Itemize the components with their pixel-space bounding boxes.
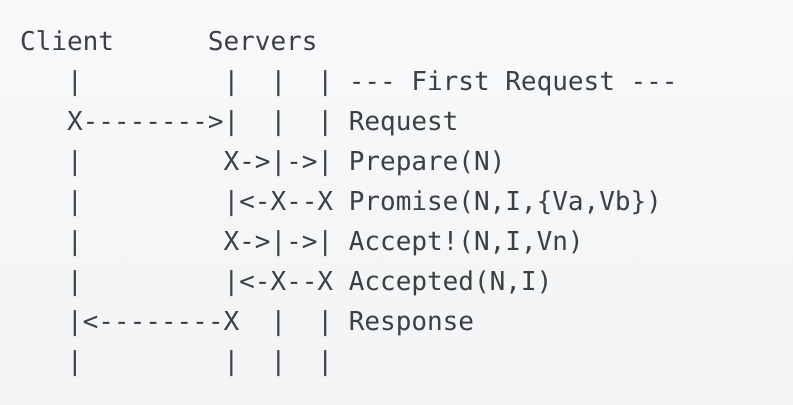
row-art-first-request-banner: | | | | (20, 67, 349, 97)
row-label-promise: Promise(N,I,{Va,Vb}) (348, 187, 662, 217)
row-label-accept: Accept!(N,I,Vn) (348, 227, 584, 257)
row-art-response: |<--------X | | (20, 307, 349, 337)
row-art-prepare: | X->|->| (20, 147, 349, 177)
diagram-row-response: |<--------X | | Response (20, 302, 793, 342)
row-label-accepted: Accepted(N,I) (348, 267, 553, 297)
diagram-row-accepted: | |<-X--X Accepted(N,I) (20, 262, 793, 302)
row-label-response: Response (348, 307, 474, 337)
row-art-accept: | X->|->| (20, 227, 349, 257)
row-art-footer: | | | | (20, 347, 349, 377)
diagram-row-accept: | X->|->| Accept!(N,I,Vn) (20, 222, 793, 262)
row-label-request: Request (348, 107, 459, 137)
row-art-header: Client Servers (20, 27, 318, 57)
diagram-row-header: Client Servers (20, 22, 793, 62)
diagram-row-promise: | |<-X--X Promise(N,I,{Va,Vb}) (20, 182, 793, 222)
row-art-accepted: | |<-X--X (20, 267, 349, 297)
row-label-prepare: Prepare(N) (348, 147, 506, 177)
row-label-first-request-banner: --- First Request --- (348, 67, 678, 97)
row-art-promise: | |<-X--X (20, 187, 349, 217)
row-art-request: X-------->| | | (20, 107, 349, 137)
diagram-row-first-request-banner: | | | | --- First Request --- (20, 62, 793, 102)
diagram-row-request: X-------->| | | Request (20, 102, 793, 142)
diagram-row-footer: | | | | (20, 342, 793, 382)
diagram-row-prepare: | X->|->| Prepare(N) (20, 142, 793, 182)
